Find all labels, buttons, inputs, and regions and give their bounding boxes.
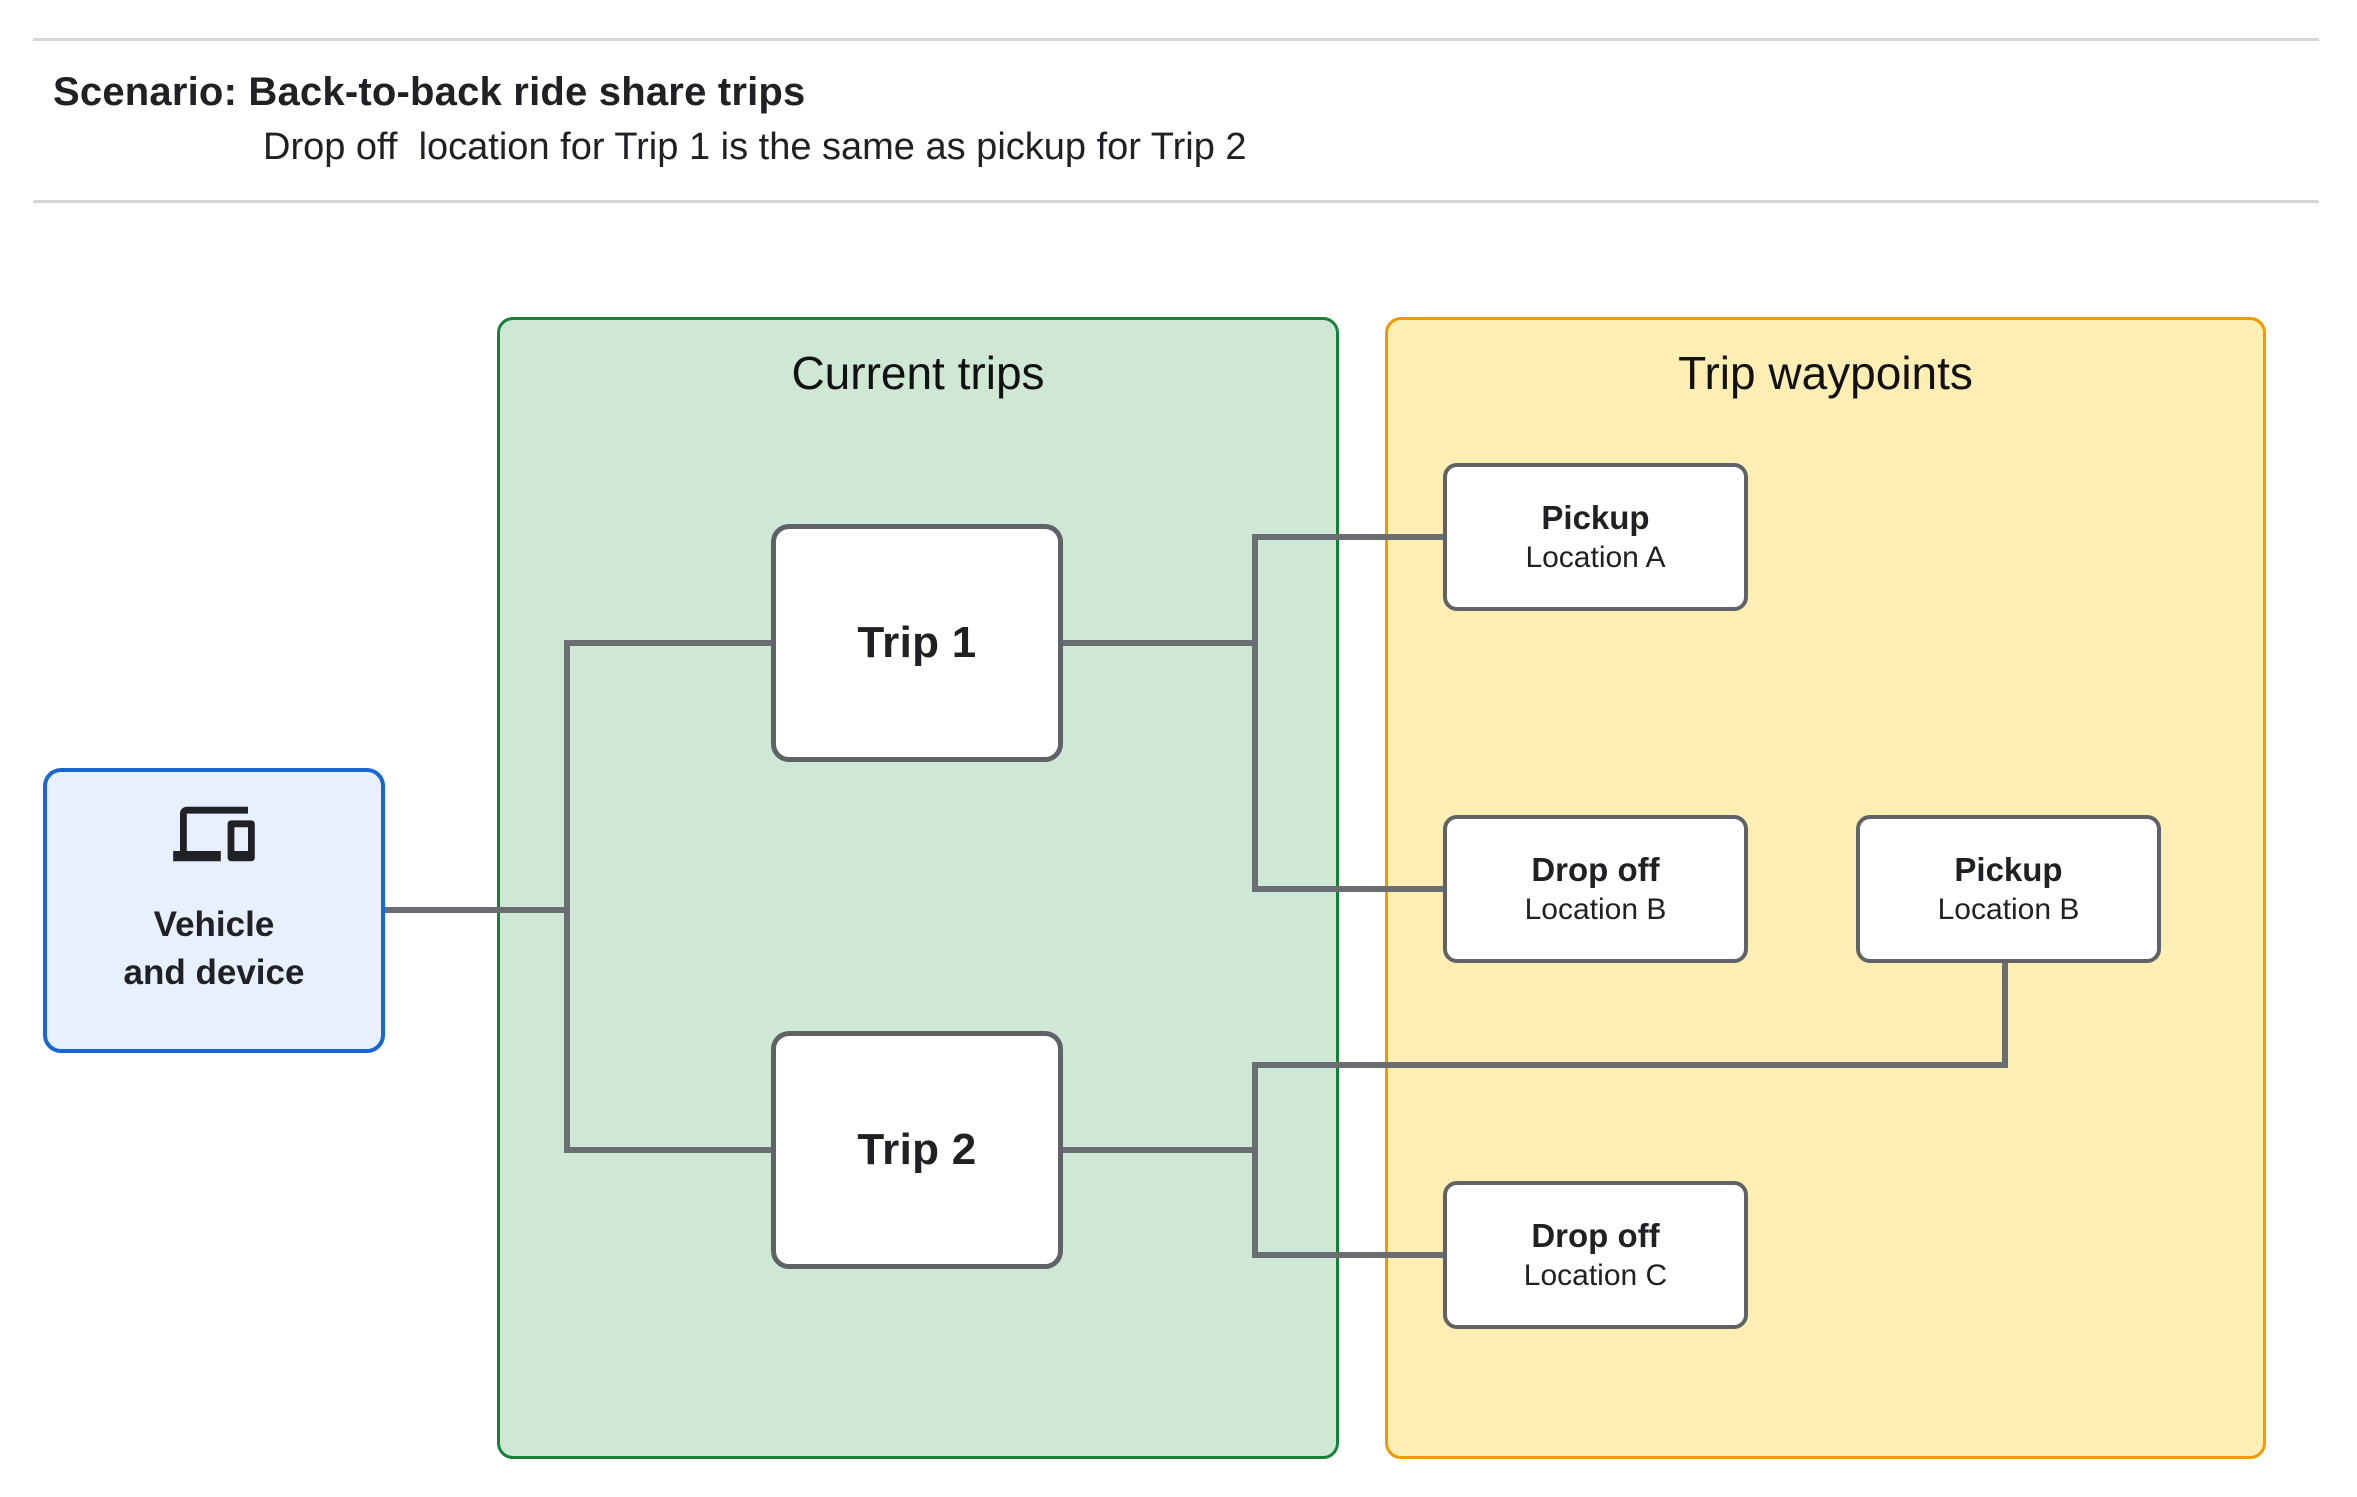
page-title: Scenario: Back-to-back ride share trips: [53, 70, 806, 114]
divider-bottom: [33, 200, 2319, 203]
connector-junction1-v: [564, 640, 570, 1153]
connector-to-dropoff-c: [1252, 1252, 1443, 1258]
waypoint-type: Drop off: [1531, 1217, 1660, 1254]
waypoint-pickup-location-a: Pickup Location A: [1443, 463, 1748, 611]
connector-pickupb-h: [1252, 1062, 2008, 1068]
waypoint-type: Pickup: [1541, 499, 1650, 536]
divider-top: [33, 38, 2319, 41]
vehicle-node: Vehicle and device: [43, 768, 385, 1053]
group-current-trips-title: Current trips: [791, 347, 1045, 399]
connector-junction2-v: [1252, 534, 1258, 892]
waypoint-pickup-location-b: Pickup Location B: [1856, 815, 2161, 963]
vehicle-label: Vehicle and device: [124, 901, 305, 997]
trip-1-label: Trip 1: [857, 618, 977, 667]
connector-to-trip2: [564, 1147, 771, 1153]
vehicle-label-line1: Vehicle: [153, 905, 275, 944]
waypoint-type: Pickup: [1954, 851, 2063, 888]
waypoint-location: Location B: [1937, 893, 2080, 926]
trip-2-node: Trip 2: [771, 1031, 1063, 1269]
group-current-trips: Current trips: [497, 317, 1339, 1459]
trip-2-label: Trip 2: [857, 1125, 977, 1174]
trip-1-node: Trip 1: [771, 524, 1063, 762]
devices-icon: [173, 800, 255, 873]
waypoint-dropoff-location-c: Drop off Location C: [1443, 1181, 1748, 1329]
waypoint-location: Location A: [1525, 541, 1666, 574]
connector-vehicle-out: [385, 907, 570, 913]
group-trip-waypoints-title: Trip waypoints: [1678, 347, 1973, 399]
connector-trip1-out: [1063, 640, 1258, 646]
waypoint-dropoff-location-b: Drop off Location B: [1443, 815, 1748, 963]
page-subtitle: Drop off location for Trip 1 is the same…: [263, 126, 1247, 168]
waypoint-location: Location C: [1523, 1259, 1668, 1292]
waypoint-type: Drop off: [1531, 851, 1660, 888]
connector-pickupb-stub: [2002, 963, 2008, 1065]
connector-junction3-v: [1252, 1062, 1258, 1258]
vehicle-label-line2: and device: [123, 953, 305, 992]
connector-trip2-out: [1063, 1147, 1258, 1153]
connector-to-dropoff-b: [1252, 886, 1443, 892]
connector-to-pickup-a: [1252, 534, 1443, 540]
connector-to-trip1: [564, 640, 771, 646]
waypoint-location: Location B: [1524, 893, 1667, 926]
